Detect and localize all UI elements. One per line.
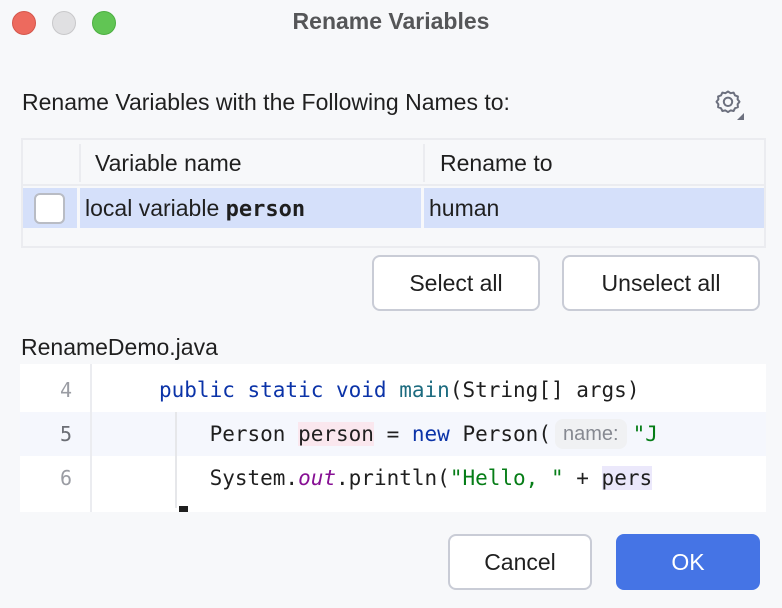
variable-name-cell: local variable person — [85, 188, 305, 228]
parameter-hint: name: — [554, 419, 627, 449]
variable-kind-label: local variable — [85, 195, 226, 221]
line-number: 4 — [59, 378, 72, 402]
row-checkbox[interactable] — [34, 193, 65, 224]
rename-instructions-label: Rename Variables with the Following Name… — [22, 89, 510, 115]
maximize-window-button[interactable] — [92, 11, 116, 35]
settings-button[interactable] — [710, 86, 746, 122]
title-bar: Rename Variables — [0, 0, 782, 46]
code-text: Person person = new Person(name:"J — [159, 412, 658, 456]
rename-to-cell[interactable]: human — [429, 195, 500, 221]
ok-button[interactable]: OK — [616, 534, 760, 590]
unselect-all-button[interactable]: Unselect all — [562, 255, 760, 311]
minimize-window-button[interactable] — [52, 11, 76, 35]
table-row[interactable]: local variable person human — [23, 188, 764, 228]
code-preview[interactable]: 4 public static void main(String[] args)… — [20, 364, 766, 512]
column-separator — [423, 144, 425, 182]
table-header: Variable name Rename to — [23, 140, 764, 186]
code-line-6: 6 System.out.println("Hello, " + pers — [20, 456, 766, 500]
variable-name: person — [225, 197, 306, 222]
cell-separator — [77, 188, 80, 228]
code-overflow-fragment — [179, 506, 188, 512]
cancel-button[interactable]: Cancel — [448, 534, 592, 590]
code-text: public static void main(String[] args) — [159, 378, 640, 402]
column-separator — [79, 144, 81, 182]
variables-table: Variable name Rename to local variable p… — [21, 138, 766, 248]
gutter-divider — [90, 364, 92, 512]
close-window-button[interactable] — [12, 11, 36, 35]
indent-guide — [175, 412, 177, 508]
cell-separator — [421, 188, 424, 228]
code-line-4: 4 public static void main(String[] args) — [20, 368, 766, 412]
line-number: 6 — [59, 466, 72, 490]
column-header-rename-to[interactable]: Rename to — [440, 150, 553, 176]
gear-icon — [715, 90, 744, 120]
column-header-variable-name[interactable]: Variable name — [95, 150, 242, 176]
renamed-variable-declaration: person — [298, 422, 374, 446]
select-all-button[interactable]: Select all — [372, 255, 540, 311]
window-title: Rename Variables — [292, 8, 490, 34]
renamed-variable-usage: pers — [601, 466, 653, 490]
code-line-5: 5 Person person = new Person(name:"J — [20, 412, 766, 456]
line-number: 5 — [59, 422, 72, 446]
dropdown-corner-icon — [737, 113, 744, 120]
preview-file-name: RenameDemo.java — [21, 334, 218, 360]
code-text: System.out.println("Hello, " + pers — [159, 466, 653, 490]
